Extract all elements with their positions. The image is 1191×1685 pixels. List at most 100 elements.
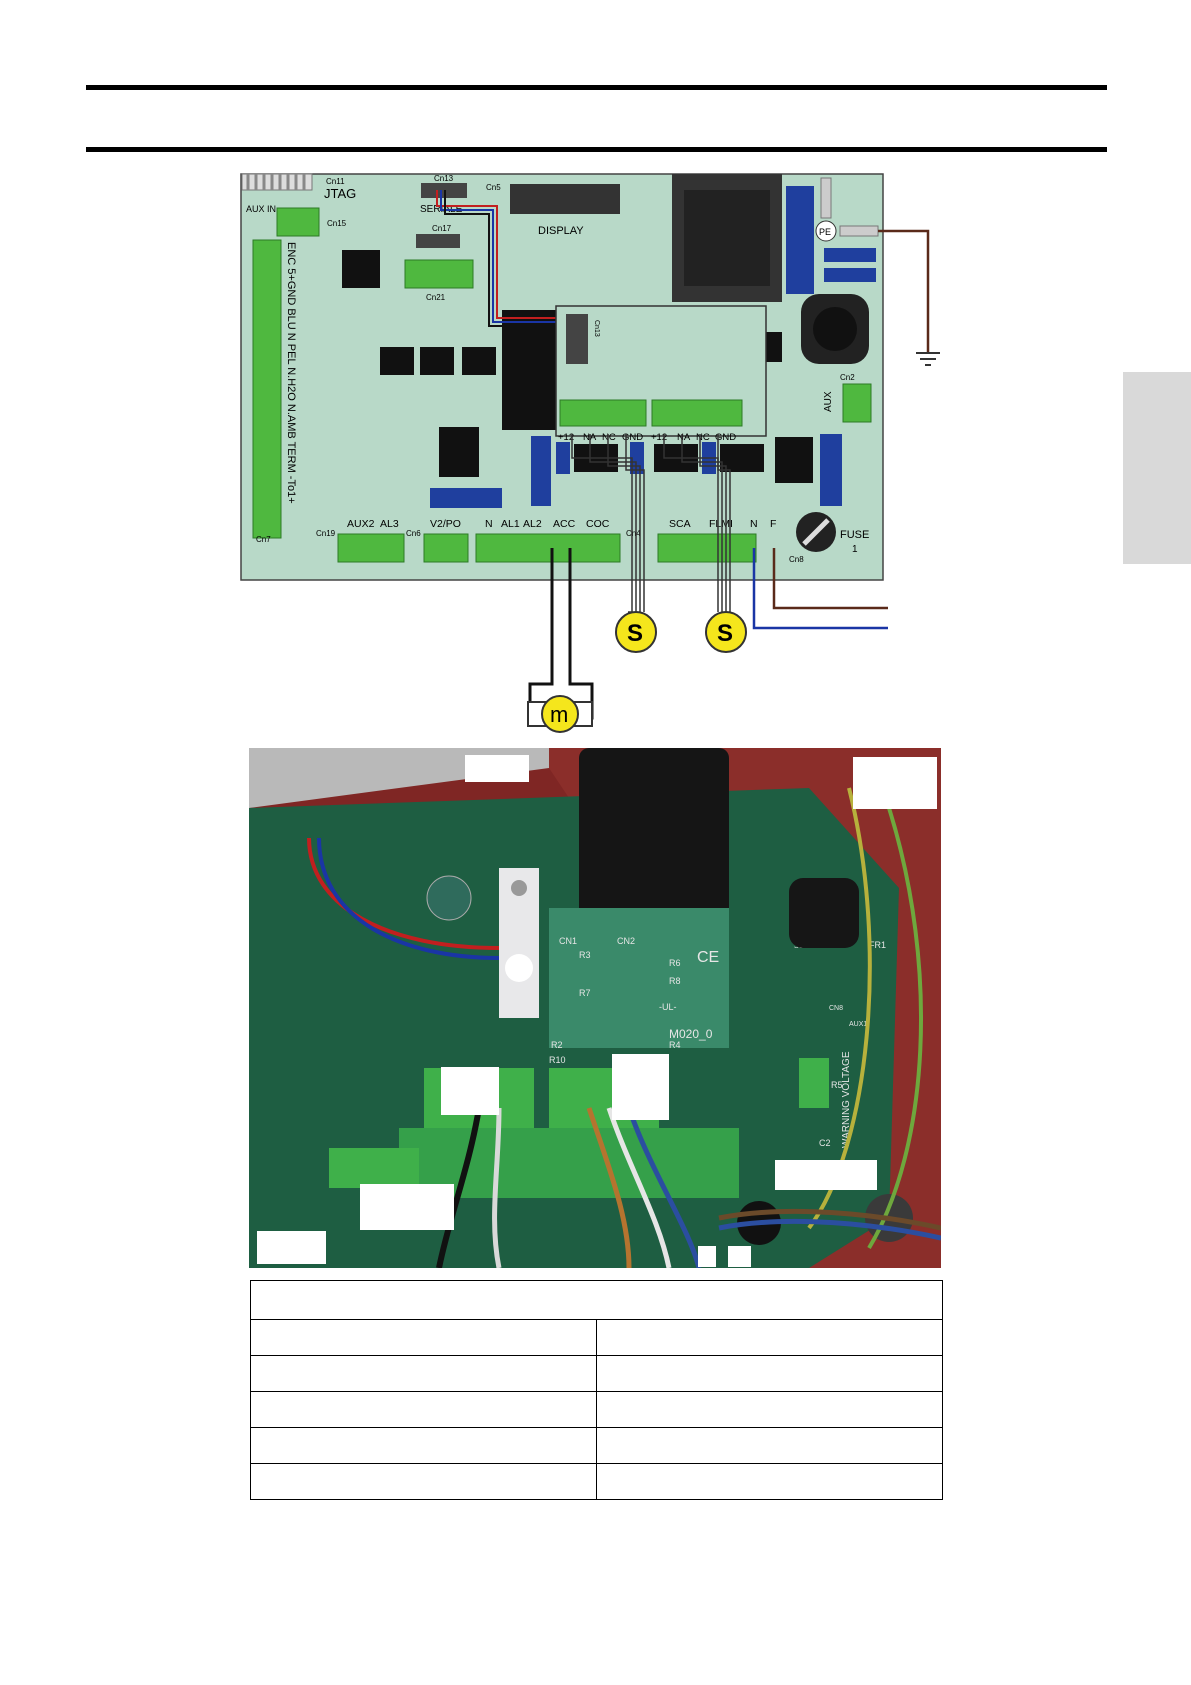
sensor-wires-1 [571,434,645,613]
silkscreen-text: AUX1 [849,1021,867,1028]
silkscreen-text: FR1 [869,940,886,950]
al2-label: AL2 [523,518,542,530]
photo-label-box [360,1184,454,1230]
ground-icon [916,352,940,366]
cn6-label: Cn6 [406,529,421,538]
motor-icon: m [527,695,593,733]
table-cell [250,1319,597,1356]
pin-label: GND [622,432,643,443]
table-cell [250,1355,597,1392]
sensor-icon: S [705,611,747,653]
cn13-top-label: Cn13 [434,174,454,183]
table-cell [596,1427,943,1464]
capacitor-1 [786,186,814,294]
microcontroller-chip [342,250,380,288]
inductor [789,878,859,948]
cn8-label: Cn8 [789,555,804,564]
photo-label-box [853,757,937,809]
silkscreen-text: R8 [669,976,681,986]
cn7-label: Cn7 [256,535,271,544]
aux-label: AUX [823,391,834,412]
silkscreen-text: CE [697,949,719,966]
cn21-label: Cn21 [426,293,446,302]
cn4-label: Cn4 [626,529,641,538]
silkscreen-text: R6 [669,958,681,968]
table-row [250,1463,943,1500]
svg-text:S: S [717,620,733,647]
capacitor-2 [824,248,876,262]
silkscreen-text: CN2 [617,936,635,946]
photo-label-box [698,1246,716,1267]
display-connector [510,184,620,214]
display-label: DISPLAY [538,225,584,237]
electrolytic-capacitor [426,875,472,921]
table-row [250,1319,943,1356]
photo-label-box [775,1160,877,1190]
table-cell [250,1427,597,1464]
silkscreen-text: R5 [831,1080,843,1090]
cn7-terminal-strip [252,239,282,539]
table-cell [596,1355,943,1392]
silkscreen-text: CN8 [829,1005,843,1012]
sensor-terminal-2 [651,399,743,427]
aux-terminal [799,1058,829,1108]
pin-label: NC [602,432,616,443]
black-block [502,310,556,430]
second-rule [86,147,1107,152]
photo-label-box [465,755,529,782]
v2po-terminal [423,533,469,563]
transformer [579,748,729,938]
table-cell [596,1391,943,1428]
silkscreen-text: C2 [819,1138,831,1148]
photo-label-box [728,1246,751,1267]
aux2-al3-terminal [337,533,405,563]
table-row [250,1391,943,1428]
v2po-label: V2/PO [430,518,461,530]
side-tab [1123,372,1191,564]
acc-label: ACC [553,518,576,530]
power-terminal-block [657,533,757,563]
cn11-label: Cn11 [326,177,345,186]
silkscreen-text: R3 [579,950,591,960]
wiring-diagram: Cn11 JTAG Cn13 SERIALE Cn5 DISPLAY AUX I… [240,173,940,733]
pin-label: GND [715,432,736,443]
aux-in-label: AUX IN [246,204,276,214]
cn15-label: Cn15 [327,219,347,228]
cn17-connector [416,234,460,248]
earth-wire [878,229,930,352]
phase-wire [772,548,888,610]
relay-1 [380,347,414,375]
serial-wires [436,190,564,327]
fuse-number: 1 [852,544,858,555]
main-terminal-block [475,533,621,563]
cn17-label: Cn17 [432,224,452,233]
table-cell [250,1391,597,1428]
cn5-label: Cn5 [486,183,501,192]
relay-3 [462,347,496,375]
pin-label: NA [677,432,691,443]
table-row [250,1427,943,1464]
sensor-terminal-1 [559,399,647,427]
cn21-terminal [404,259,474,289]
table-header [250,1280,943,1320]
cn13-module-label: Cn13 [593,320,600,337]
sensor-wires-2 [663,434,731,612]
aux2-label: AUX2 [347,518,375,530]
photo-label-box [257,1231,326,1264]
top-rule [86,85,1107,90]
aux-in-terminal [276,207,320,237]
al3-label: AL3 [380,518,399,530]
cn19-label: Cn19 [316,529,336,538]
photo-label-box [612,1054,669,1120]
f-label: F [770,518,776,530]
silkscreen-text: R2 [551,1040,563,1050]
capacitor-3 [824,268,876,282]
pe-label: PE [819,227,831,237]
terminal-block-main [399,1128,739,1198]
table-cell [596,1463,943,1500]
relay-2 [420,347,454,375]
n-label-2: N [750,518,758,530]
table-cell [596,1319,943,1356]
pin-label: +12 [651,432,667,443]
coc-label: COC [586,518,610,530]
